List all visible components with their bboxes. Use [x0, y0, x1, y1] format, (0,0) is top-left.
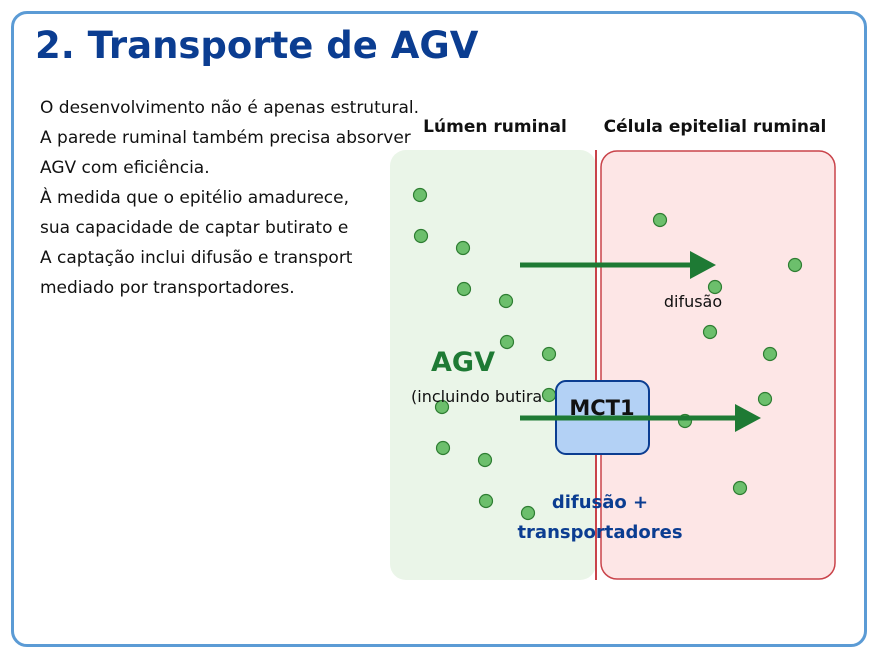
diffusion-arrow	[520, 251, 716, 279]
transport-caption-line1: difusão +	[552, 492, 648, 513]
lumen-region	[390, 150, 596, 580]
epithelial-cell-region	[600, 150, 836, 580]
diffusion-label: difusão	[664, 292, 722, 311]
slide-title: 2. Transporte de AGV	[35, 24, 479, 67]
body-line: mediado por transportadores.	[40, 278, 295, 298]
molecule	[434, 399, 450, 415]
molecule	[478, 493, 494, 509]
molecule	[787, 257, 803, 273]
body-line: À medida que o epitélio amadurece,	[40, 188, 350, 208]
transport-arrow	[520, 404, 761, 432]
body-line: A captação inclui difusão e transport	[40, 248, 353, 268]
molecule	[412, 187, 428, 203]
body-line: AGV com eficiência.	[40, 158, 210, 178]
molecule	[702, 324, 718, 340]
agv-label: AGV	[431, 347, 495, 378]
molecule	[477, 452, 493, 468]
molecule	[456, 281, 472, 297]
molecule	[707, 279, 723, 295]
body-line: sua capacidade de captar butirato e	[40, 218, 349, 238]
molecule	[520, 505, 536, 521]
molecule	[541, 346, 557, 362]
molecule	[541, 387, 557, 403]
molecule	[757, 391, 773, 407]
molecule	[652, 212, 668, 228]
molecule	[498, 293, 514, 309]
body-line: O desenvolvimento não é apenas estrutura…	[40, 98, 420, 118]
molecule	[435, 440, 451, 456]
transport-caption-line2: transportadores	[517, 522, 682, 543]
agv-sublabel: (incluindo butira	[411, 387, 542, 406]
cell-label: Célula epitelial ruminal	[604, 117, 827, 137]
molecule	[762, 346, 778, 362]
molecule	[499, 334, 515, 350]
body-line: A parede ruminal também precisa absorver	[40, 128, 411, 148]
lumen-label: Lúmen ruminal	[423, 117, 567, 137]
molecule	[455, 240, 471, 256]
molecule	[413, 228, 429, 244]
molecule	[732, 480, 748, 496]
